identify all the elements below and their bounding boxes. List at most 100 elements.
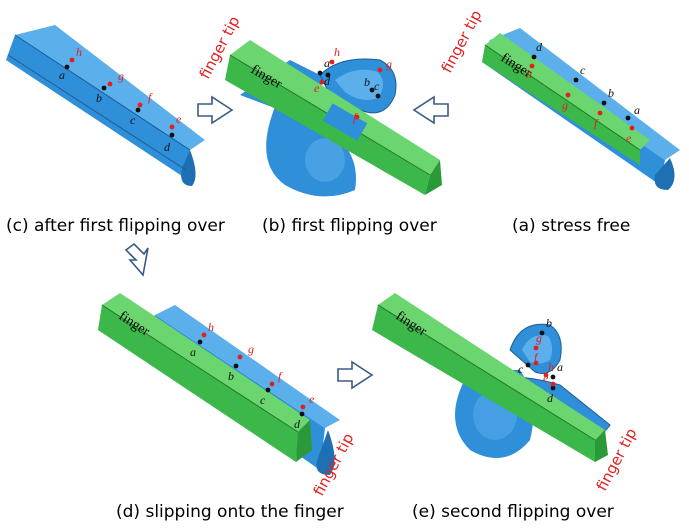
panel-a-point-b-label: b	[608, 86, 614, 100]
panel-c-tube-body	[6, 35, 190, 178]
panel-e-finger-edge	[377, 304, 596, 441]
panel-b-point-b-dot	[369, 87, 375, 93]
caption-panel-b: (b) first flipping over	[262, 216, 437, 236]
panel-e-point-f-dot	[533, 360, 539, 366]
panel-d-drawing	[98, 293, 340, 475]
panel-e-point-a-label: a	[557, 360, 563, 374]
panel-b-tube-loop-hole	[335, 69, 383, 100]
panel-d-tube-end	[316, 430, 335, 475]
arrow-a-to-b	[412, 95, 449, 125]
panel-b-point-a-label: a	[324, 56, 330, 70]
panel-e-point-a-dot	[550, 374, 556, 380]
panel-c-point-d-dot	[169, 132, 175, 138]
panel-b-point-f-label: f	[353, 110, 358, 124]
panel-d-point-d-dot	[299, 411, 305, 417]
panel-d-point-e-label: e	[309, 392, 315, 406]
panel-b-point-g-dot	[377, 67, 383, 73]
panel-e-point-d-label: d	[547, 391, 554, 405]
panel-a-point-c-dot	[573, 77, 579, 83]
panel-b-tube-collar	[322, 103, 368, 141]
panel-c-point-d-label: d	[164, 140, 171, 154]
panel-b-finger-body	[225, 55, 430, 195]
panel-d-point-f-label: f	[278, 369, 283, 383]
panel-b-finger-end	[425, 160, 442, 195]
panel-d-point-c-label: c	[260, 393, 266, 407]
panel-d-finger-edge	[101, 304, 299, 433]
panel-a-finger-edge	[484, 44, 641, 151]
panel-a-drawing	[482, 28, 680, 190]
panel-c-point-h-label: h	[76, 45, 82, 59]
panel-e-point-f-label: f	[534, 350, 539, 364]
panel-c-tube-edge	[14, 34, 191, 151]
panel-c-point-b-label: b	[96, 91, 102, 105]
panel-e-finger-top	[378, 293, 605, 440]
panel-e-point-c-dot	[525, 362, 531, 368]
panel-b-drawing	[225, 40, 442, 197]
panel-d-point-h-dot	[201, 332, 207, 338]
panel-a-point-h-dot	[529, 63, 535, 69]
panel-a-point-c-label: c	[580, 63, 586, 77]
panel-a-finger-body	[482, 45, 640, 165]
panel-b-point-c-label: c	[374, 79, 380, 93]
panel-a-point-a-label: a	[634, 103, 640, 117]
panel-a-finger-top	[485, 33, 650, 150]
panel-a-point-h-label: h	[526, 67, 532, 81]
panel-b-point-g-label: g	[386, 57, 392, 71]
panel-c-tube-inner	[7, 54, 187, 171]
panel-e-point-g-label: g	[536, 331, 542, 345]
panel-c-point-g-dot	[107, 81, 113, 87]
panel-d-point-d-label: d	[294, 417, 301, 431]
panel-e-point-b-dot	[539, 330, 545, 336]
panel-c-point-h-dot	[69, 57, 75, 63]
arrow-c-to-d	[124, 242, 149, 277]
panel-b-point-e-dot	[319, 79, 325, 85]
panel-e-point-b-label: b	[546, 316, 552, 330]
panel-c-point-f-label: f	[148, 90, 153, 104]
panel-d-point-b-dot	[233, 363, 239, 369]
panel-b-point-a-dot	[317, 70, 323, 76]
panel-c-tube-top	[15, 25, 205, 150]
panel-d-point-a-label: a	[190, 345, 196, 359]
panel-e-point-g-dot	[533, 345, 539, 351]
panel-a-tube-end	[654, 158, 675, 190]
panel-a-point-d-label: d	[536, 40, 543, 54]
panel-d-point-e-dot	[300, 404, 306, 410]
panel-e-point-c-label: c	[518, 362, 524, 376]
panel-e-drawing	[372, 293, 611, 462]
panel-a-point-e-label: e	[626, 131, 632, 145]
panel-b-bulb-highlight	[305, 138, 345, 182]
panel-d-point-b-label: b	[228, 369, 234, 383]
caption-panel-d: (d) slipping onto the finger	[116, 502, 344, 522]
panel-d-finger-end	[296, 420, 312, 462]
panel-d-tube-top	[155, 305, 340, 428]
panel-a-finger-tip-label: finger tip	[438, 7, 486, 76]
panel-b-point-c-dot	[375, 93, 381, 99]
panel-c-drawing	[6, 25, 205, 186]
panel-c-point-g-label: g	[118, 69, 124, 83]
panel-a-point-g-dot	[565, 92, 571, 98]
panel-b-point-d-label: d	[324, 74, 331, 88]
panel-c-point-b-dot	[101, 85, 107, 91]
panel-c-point-c-label: c	[130, 113, 136, 127]
panel-d-point-c-dot	[265, 387, 271, 393]
panel-e-finger-body	[372, 305, 595, 462]
arrow-d-to-e	[337, 360, 374, 390]
panel-d-point-g-dot	[237, 354, 243, 360]
caption-panel-e: (e) second flipping over	[412, 502, 614, 522]
panel-b-point-b-label: b	[364, 75, 370, 89]
panel-e-point-e-dot	[550, 381, 556, 387]
panel-b-point-e-label: e	[314, 81, 320, 95]
panel-d-point-f-dot	[269, 381, 275, 387]
panel-e-finger-end	[595, 430, 608, 462]
panel-a-point-f-dot	[597, 110, 603, 116]
panel-a-point-b-dot	[601, 100, 607, 106]
panel-c-point-e-label: e	[176, 112, 182, 126]
panel-e-point-h-label: h	[548, 360, 554, 374]
panel-c-point-a-label: a	[59, 68, 65, 82]
arrow-b-to-c	[197, 95, 234, 125]
panel-c-tube-end	[181, 150, 196, 186]
panel-e-point-e-label: e	[543, 371, 549, 385]
